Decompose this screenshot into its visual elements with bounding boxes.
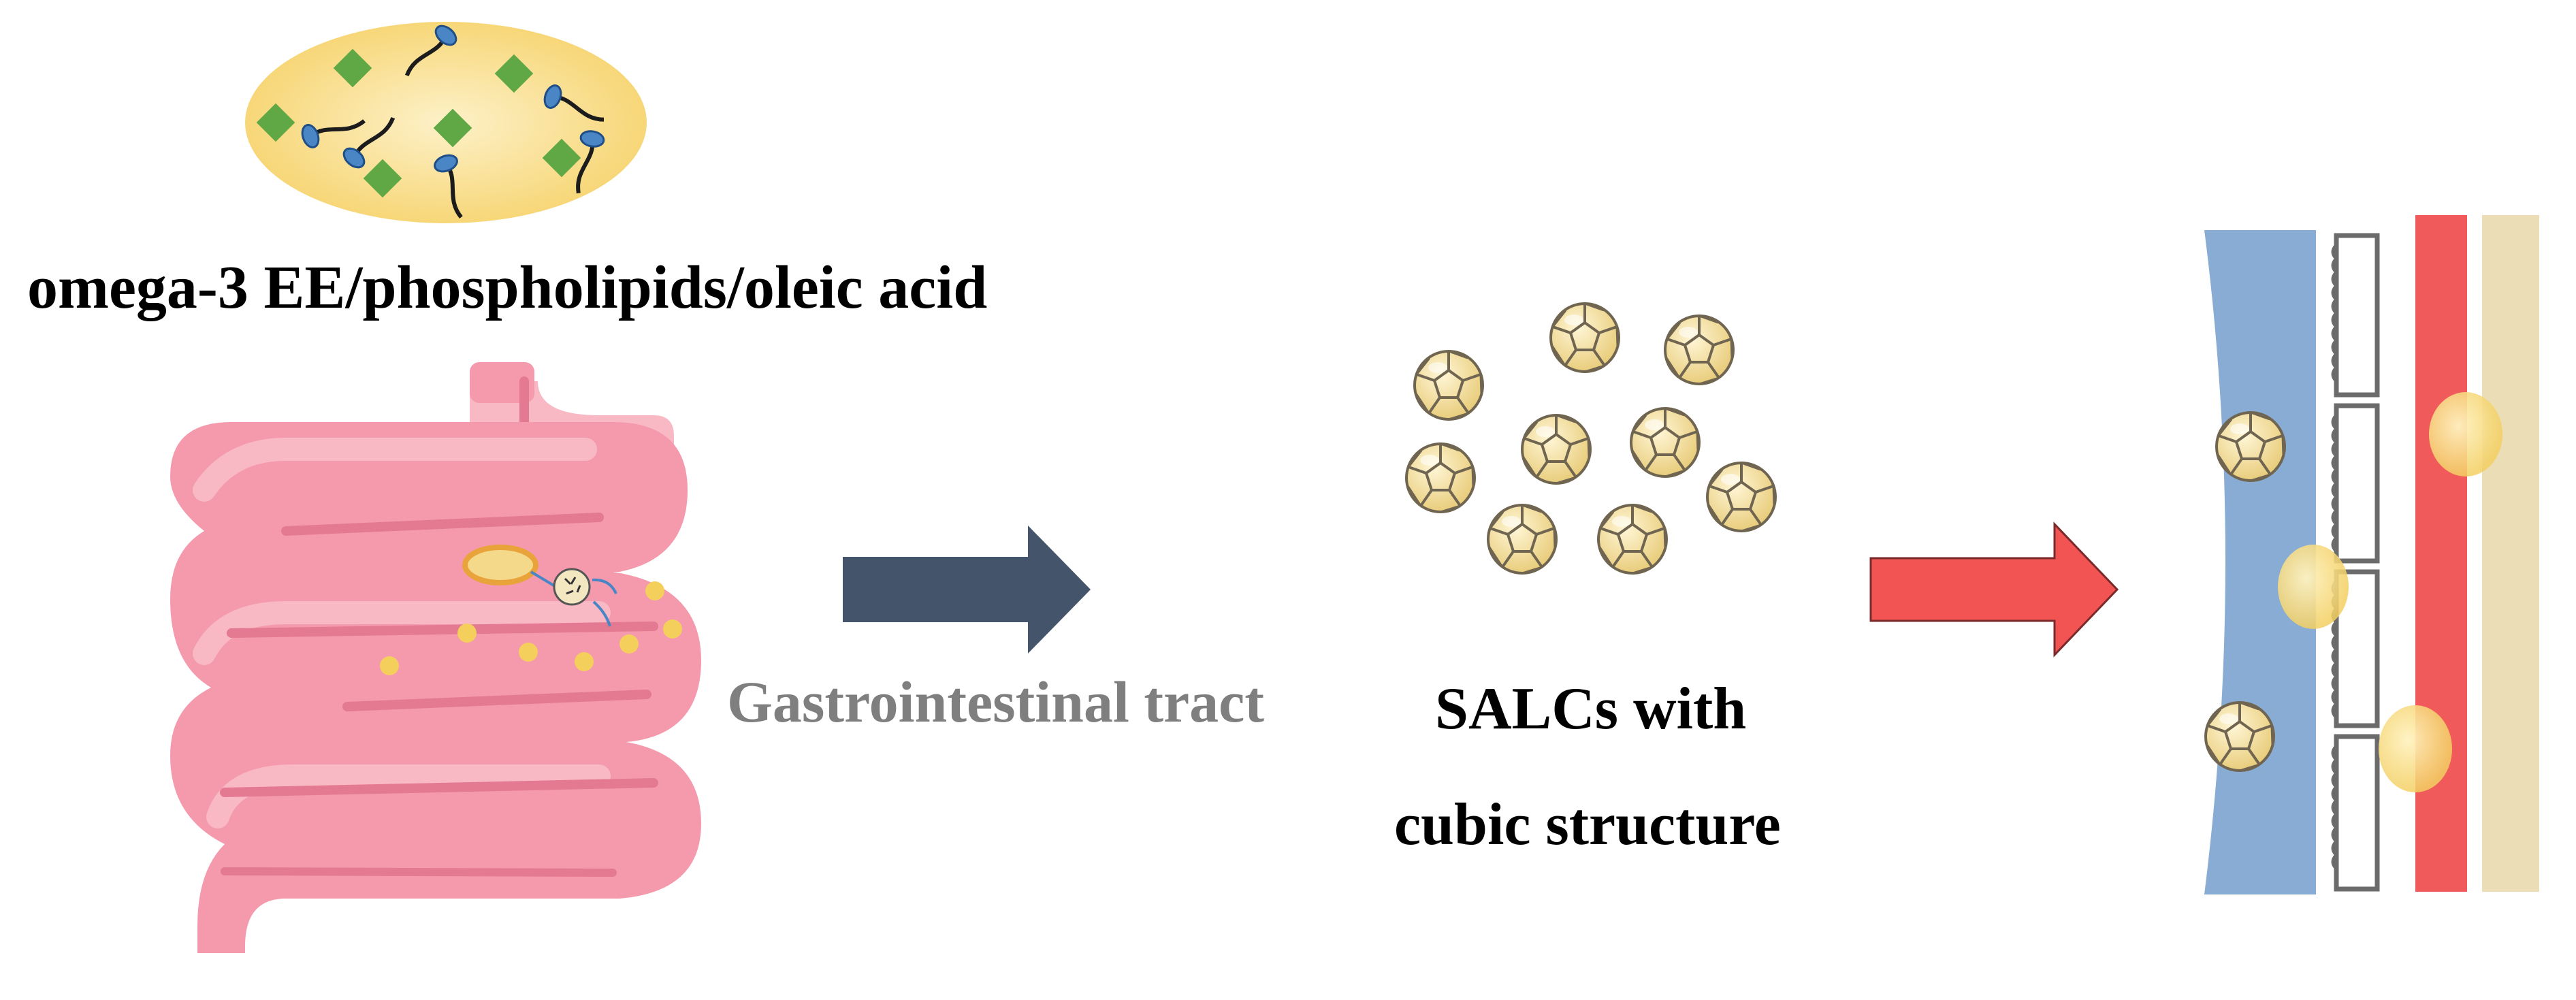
intestinal-barrier-icon (2204, 215, 2539, 894)
tract-label: Gastrointestinal tract (727, 669, 1264, 735)
components-label: omega-3 EE/phospholipids/oleic acid (27, 254, 988, 321)
salc-particle-icon (1405, 302, 1777, 575)
process-arrow-icon (843, 526, 1091, 654)
intestine-icon (170, 362, 701, 953)
salc-label-line1: SALCs with (1435, 676, 1747, 742)
salc-label-line2: cubic structure (1394, 792, 1781, 858)
absorption-arrow-icon (1869, 521, 2119, 658)
lipid-mixture-icon (245, 22, 647, 223)
